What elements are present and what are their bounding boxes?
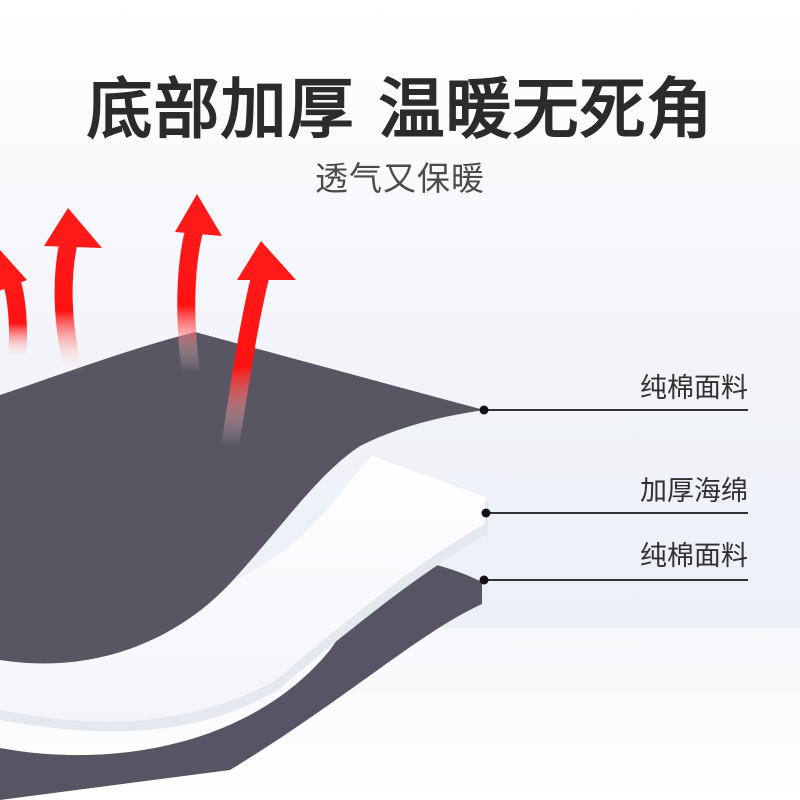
subheadline: 透气又保暖 bbox=[315, 159, 485, 198]
middle-foam-layer bbox=[0, 456, 485, 722]
layer-label-top: 纯棉面料 bbox=[640, 373, 748, 404]
heat-arrow-2-icon bbox=[44, 208, 102, 381]
dot-marker-icon bbox=[479, 575, 489, 585]
heat-arrow-1-icon bbox=[0, 250, 27, 369]
layer-label-bottom: 纯棉面料 bbox=[640, 541, 748, 572]
top-cotton-layer bbox=[0, 332, 484, 664]
layer-label-middle: 加厚海绵 bbox=[640, 476, 748, 507]
dot-marker-icon bbox=[481, 508, 491, 518]
heat-arrow-4-icon bbox=[221, 241, 296, 455]
dot-marker-icon bbox=[479, 405, 489, 415]
heat-arrows bbox=[0, 194, 296, 455]
heat-arrow-3-icon bbox=[175, 194, 222, 381]
callout-lines bbox=[479, 405, 748, 585]
headline: 底部加厚 温暖无死角 bbox=[86, 71, 714, 148]
